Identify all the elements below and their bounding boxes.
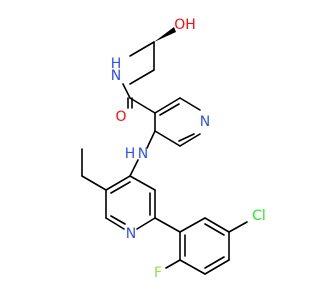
label-amide-n: N — [111, 68, 121, 84]
label-amine-h: H — [125, 146, 136, 162]
stereo-wedge-bond — [154, 27, 176, 42]
label-chlorine: Cl — [252, 208, 266, 224]
label-pyridine-2-n: N — [126, 226, 136, 242]
bond-c-cl — [228, 221, 248, 233]
molecule-structure-diagram: N H OH O N N H N Cl F — [81, 17, 266, 281]
amine-linker — [129, 130, 156, 177]
label-pyridine-1-n: N — [200, 114, 210, 130]
pyridine-ring-2 — [105, 175, 156, 230]
label-carbonyl-o: O — [115, 109, 126, 125]
pyridine-ring-1 — [154, 97, 201, 147]
label-hydroxyl: OH — [174, 17, 196, 33]
hydroxypropyl-chain — [129, 27, 176, 85]
amide-group — [122, 83, 156, 114]
label-amide-h: H — [111, 56, 122, 72]
bond-c-f — [165, 259, 181, 269]
label-fluorine: F — [154, 265, 162, 281]
atom-labels: N H OH O N N H N Cl F — [111, 17, 266, 281]
bond-carbonyl-ring — [129, 97, 156, 114]
bond-ch2-nh — [129, 69, 155, 85]
label-amine-n: N — [138, 146, 148, 162]
ethyl-group — [81, 148, 107, 191]
bond-methyl-carbinol — [129, 41, 155, 57]
bond-nh-carbonyl — [122, 83, 131, 99]
chlorofluorophenyl-ring — [154, 217, 248, 275]
